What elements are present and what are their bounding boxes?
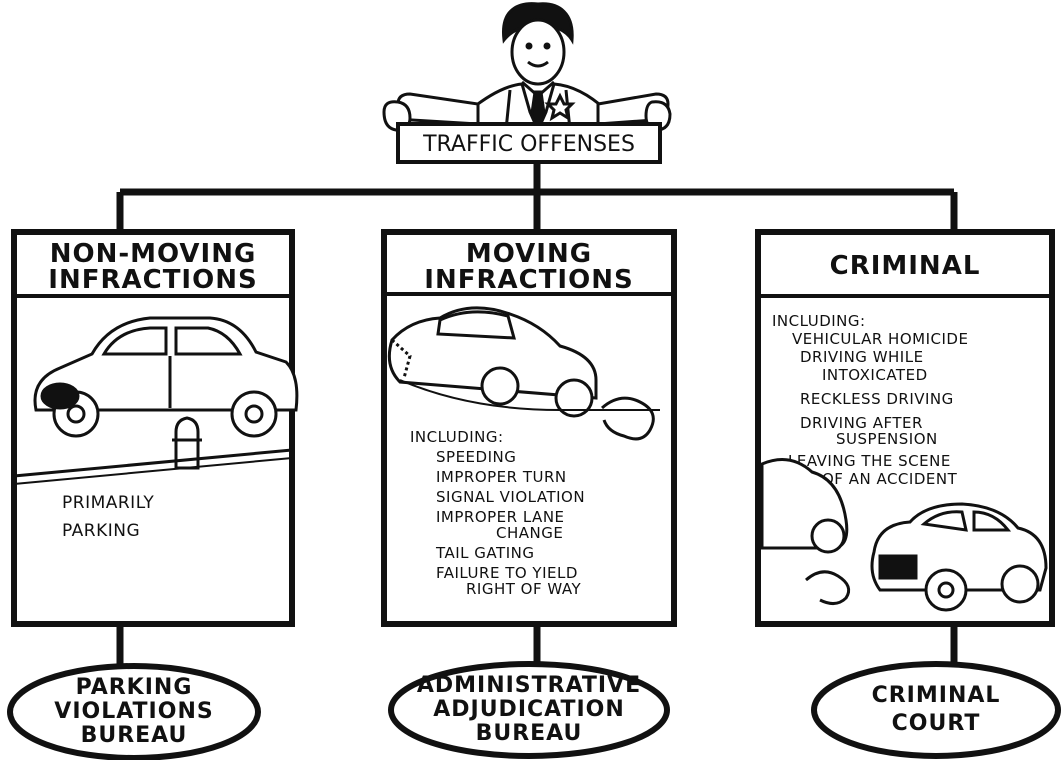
destination-1-line-3: BUREAU (81, 723, 188, 748)
panel-1-body-line-1: PRIMARILY (62, 493, 154, 513)
panel-2-item: SPEEDING (436, 448, 516, 466)
panel-2-heading-line-2: INFRACTIONS (424, 265, 633, 295)
destination-2-line-2: ADJUDICATION (433, 697, 625, 722)
destination-1-line-1: PARKING (76, 675, 193, 700)
criminal-cars-illustration (760, 458, 1048, 612)
destination-2-line-3: BUREAU (476, 721, 583, 746)
panel-2-item: RIGHT OF WAY (466, 580, 581, 598)
destination-1-line-2: VIOLATIONS (54, 699, 213, 724)
panel-3-heading: CRIMINAL (830, 251, 981, 281)
panel-3-item: SUSPENSION (836, 430, 938, 448)
destination-2-line-1: ADMINISTRATIVE (417, 673, 641, 698)
official-figure-illustration (382, 2, 672, 134)
destination-3-line-2: COURT (892, 711, 981, 736)
panel-3-item: OF AN ACCIDENT (822, 470, 958, 488)
panel-2-item: CHANGE (496, 524, 563, 542)
destination-3-line-1: CRIMINAL (872, 683, 1001, 708)
panel-2-item: IMPROPER LANE (436, 508, 565, 526)
panel-3-item: DRIVING WHILE (800, 348, 924, 366)
panel-1-body-line-2: PARKING (62, 521, 140, 541)
panel-1-heading-line-2: INFRACTIONS (48, 265, 257, 295)
panel-2-item: TAIL GATING (435, 544, 534, 562)
parked-car-illustration (33, 316, 299, 470)
panel-2-item: FAILURE TO YIELD (436, 564, 578, 582)
panel-3-item: INTOXICATED (822, 366, 928, 384)
root-label: TRAFFIC OFFENSES (422, 132, 635, 157)
panel-moving: MOVING INFRACTIONS INCLUDING: SPEEDING I… (381, 229, 677, 627)
panel-2-items: SPEEDING IMPROPER TURN SIGNAL VIOLATION … (435, 448, 585, 598)
panel-3-items: VEHICULAR HOMICIDE DRIVING WHILE INTOXIC… (788, 330, 968, 488)
panel-1-heading-line-1: NON-MOVING (50, 239, 257, 269)
moving-car-illustration (387, 306, 655, 441)
panel-2-intro: INCLUDING: (410, 428, 504, 446)
root-sign-box (396, 122, 662, 164)
panel-2-item: SIGNAL VIOLATION (436, 488, 585, 506)
panel-2-heading-line-1: MOVING (466, 239, 592, 269)
panel-non-moving: NON-MOVING INFRACTIONS PRIMARILY PARKING (11, 229, 299, 627)
panel-3-item: RECKLESS DRIVING (800, 390, 954, 408)
panel-3-item: LEAVING THE SCENE (788, 452, 951, 470)
panel-3-intro: INCLUDING: (772, 312, 866, 330)
destination-parking-violations-bureau: PARKING VIOLATIONS BUREAU (7, 663, 261, 760)
panel-criminal: CRIMINAL INCLUDING: VEHICULAR HOMICIDE D… (755, 229, 1055, 627)
root-sign: TRAFFIC OFFENSES (396, 122, 662, 164)
destination-administrative-adjudication-bureau: ADMINISTRATIVE ADJUDICATION BUREAU (388, 661, 670, 759)
panel-3-item: DRIVING AFTER (800, 414, 923, 432)
panel-2-item: IMPROPER TURN (436, 468, 567, 486)
panel-3-item: VEHICULAR HOMICIDE (792, 330, 968, 348)
destination-criminal-court: CRIMINAL COURT (811, 661, 1061, 759)
